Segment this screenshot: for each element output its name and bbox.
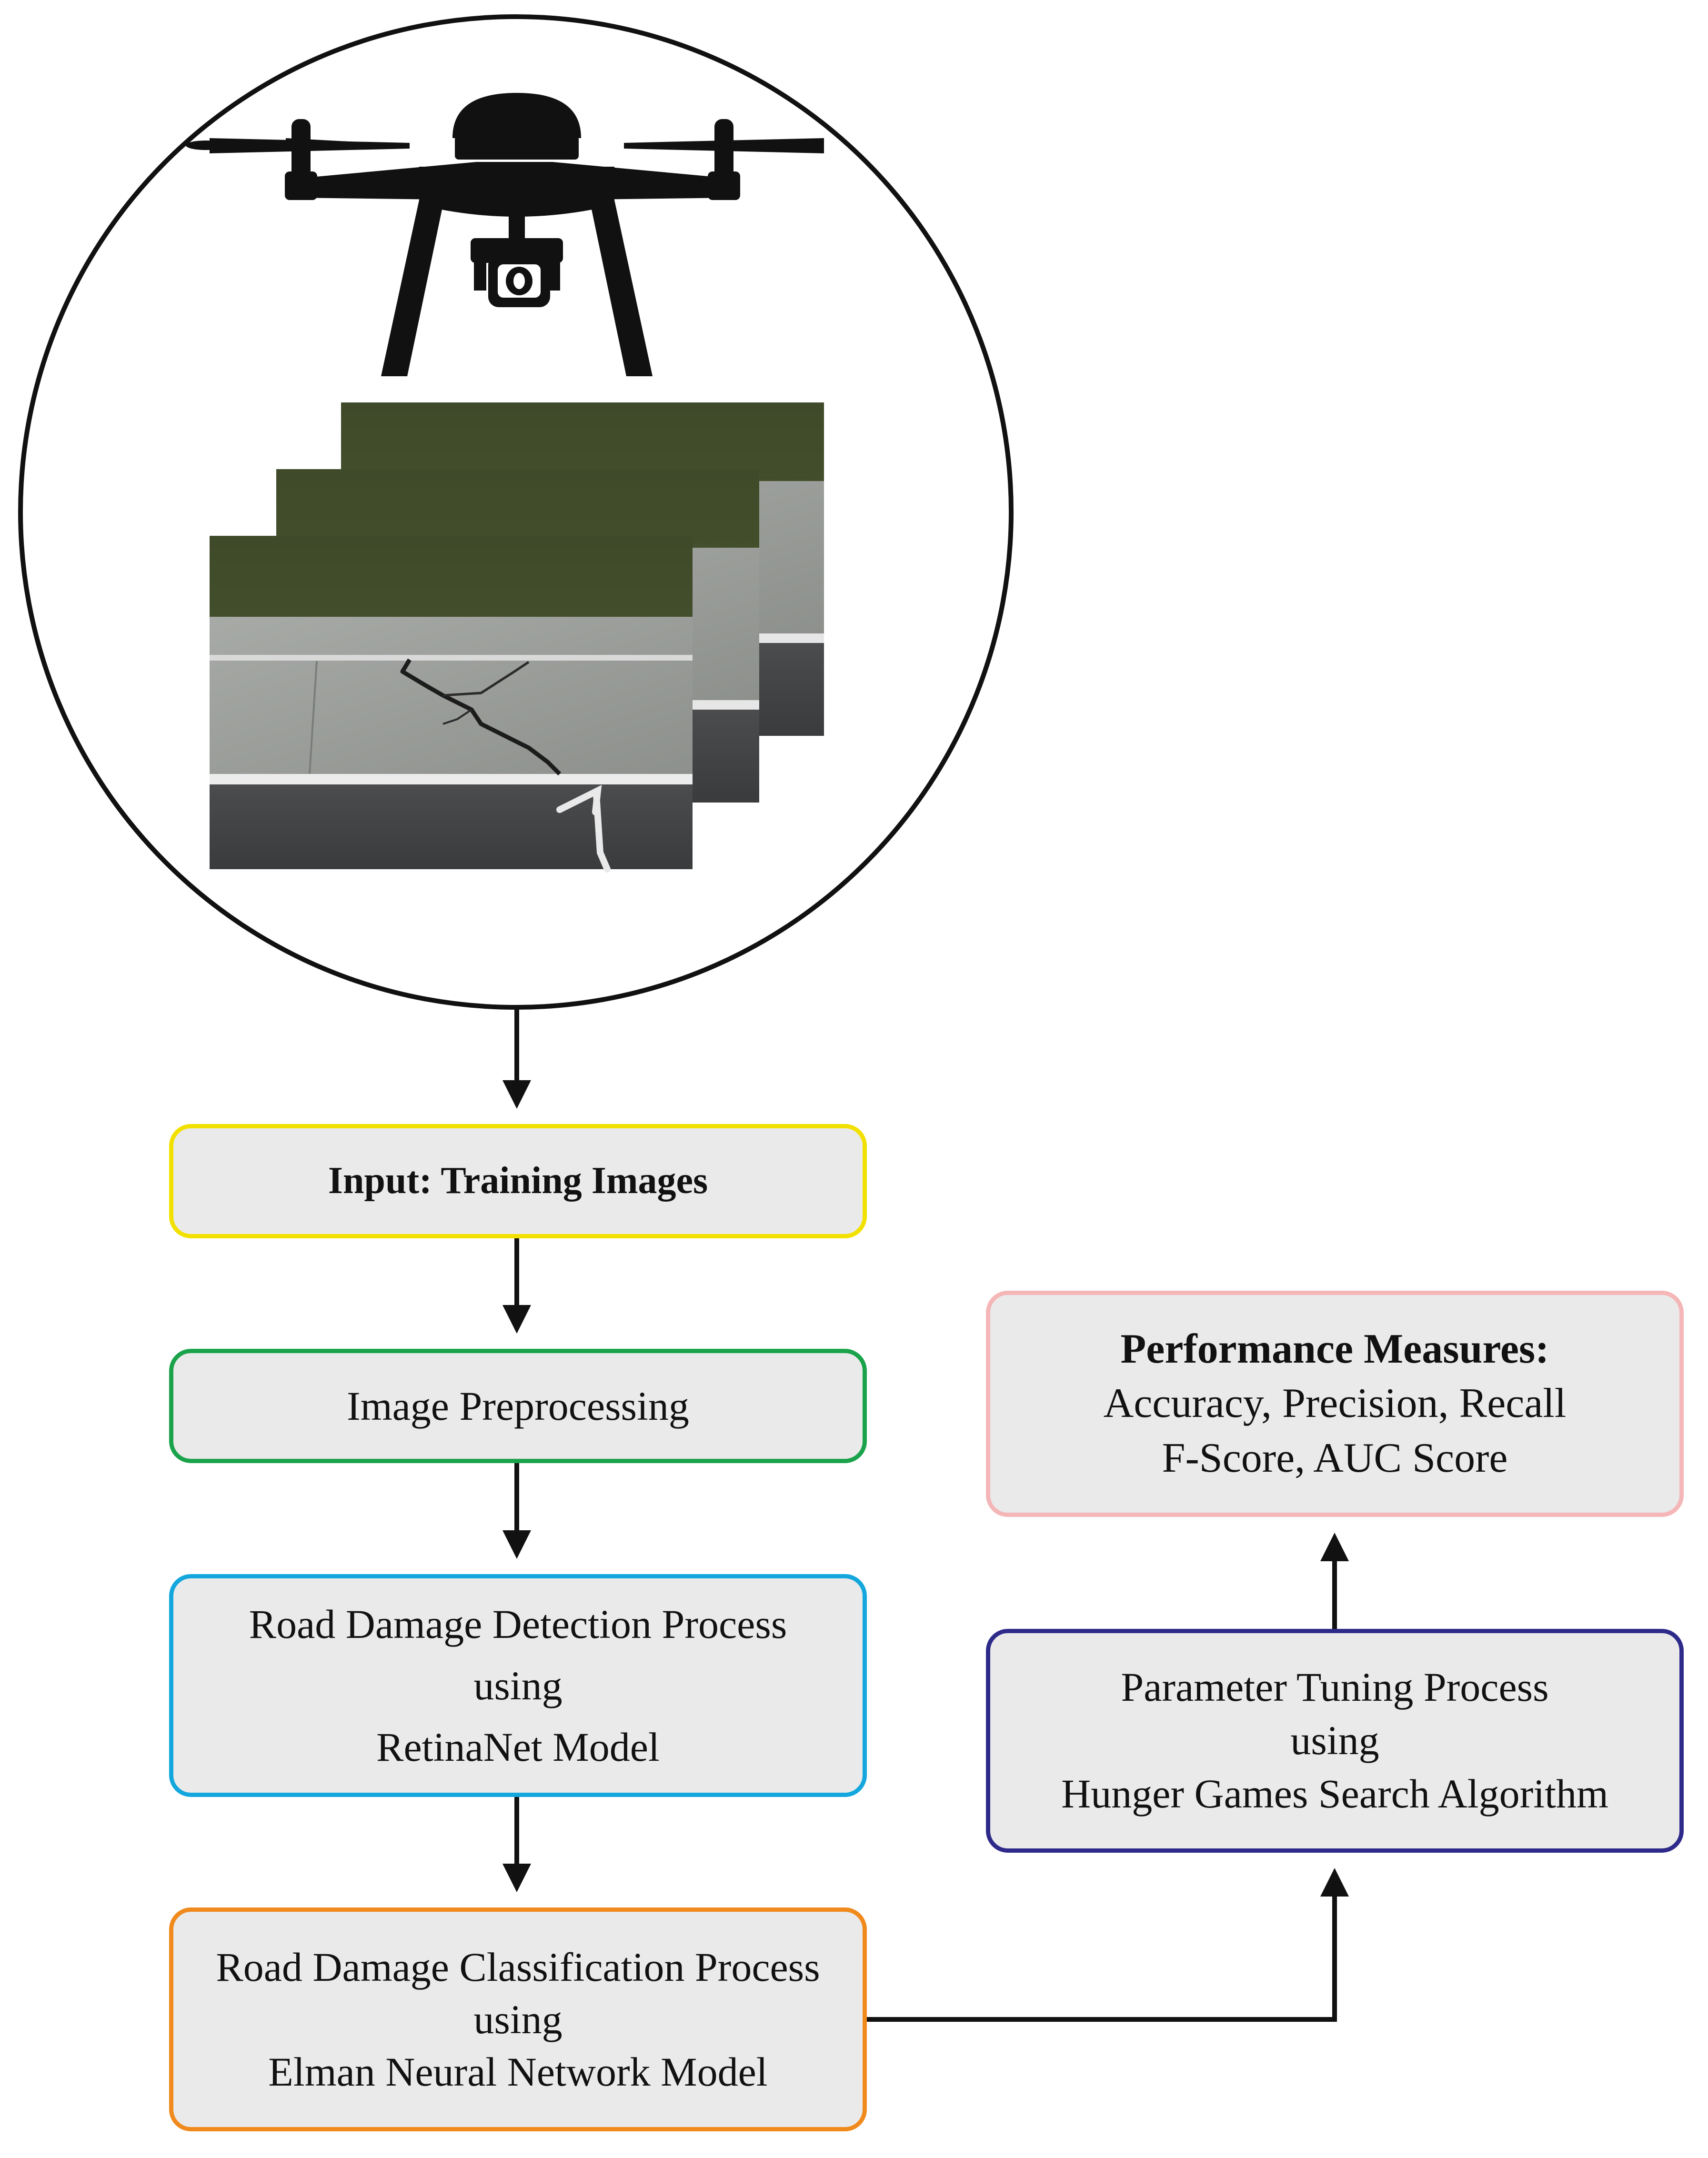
- detection-line-1: Road Damage Detection Process: [249, 1601, 787, 1647]
- preprocessing-box-text: Image Preprocessing: [347, 1383, 689, 1429]
- classification-line-2: using: [473, 1996, 563, 2042]
- tuning-line-2: using: [1290, 1717, 1379, 1764]
- classification-line-3: Elman Neural Network Model: [268, 2049, 768, 2095]
- classification-line-1: Road Damage Classification Process: [216, 1944, 820, 1990]
- arrow-classification-to-tuning: [867, 1868, 1349, 2022]
- drone-icon: [186, 93, 824, 376]
- detection-line-2: using: [473, 1662, 563, 1708]
- performance-line-1: Accuracy, Precision, Recall: [1103, 1380, 1567, 1427]
- road-arrow-marking: [556, 784, 611, 873]
- road-image-front: [210, 536, 693, 873]
- tuning-line-3: Hunger Games Search Algorithm: [1061, 1770, 1608, 1817]
- road-damage-detection-box: Road Damage Detection Process using Reti…: [169, 1574, 867, 1797]
- detection-line-3: RetinaNet Model: [376, 1724, 660, 1770]
- performance-measures-box: Performance Measures: Accuracy, Precisio…: [986, 1291, 1684, 1517]
- road-crack: [400, 658, 562, 776]
- road-image-stack: [210, 402, 824, 873]
- tuning-line-1: Parameter Tuning Process: [1121, 1664, 1549, 1710]
- performance-title: Performance Measures:: [1120, 1325, 1549, 1372]
- performance-line-2: F-Score, AUC Score: [1162, 1435, 1508, 1481]
- input-box-text: Input: Training Images: [328, 1160, 708, 1202]
- input-training-images-box: Input: Training Images: [169, 1124, 867, 1238]
- parameter-tuning-box: Parameter Tuning Process using Hunger Ga…: [986, 1629, 1684, 1853]
- image-preprocessing-box: Image Preprocessing: [169, 1349, 867, 1463]
- road-damage-classification-box: Road Damage Classification Process using…: [169, 1907, 867, 2131]
